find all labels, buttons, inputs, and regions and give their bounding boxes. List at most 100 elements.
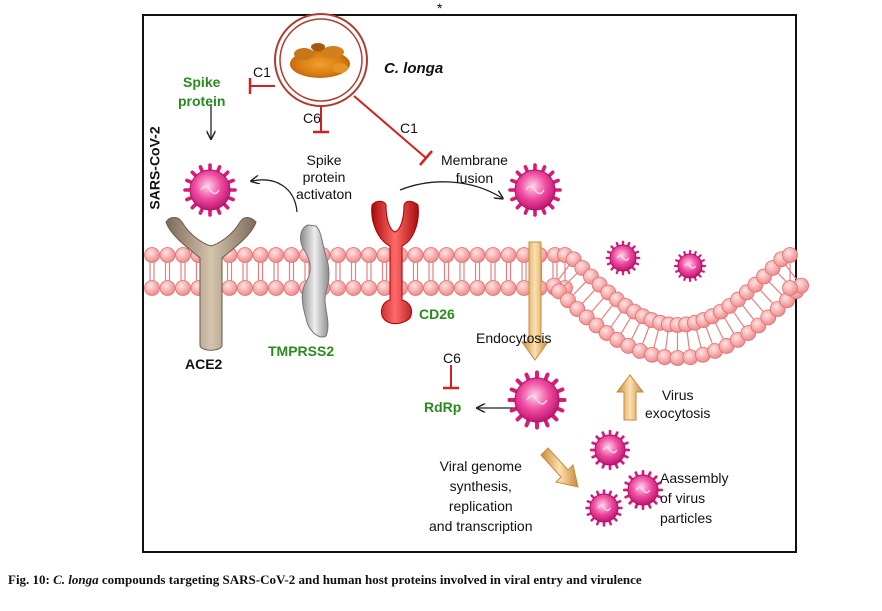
- tmprss2-protein: [300, 224, 330, 338]
- lipid-head: [221, 280, 238, 296]
- assembly-label: Aassembly of virus particles: [660, 470, 729, 526]
- lipid-tail: [600, 304, 614, 321]
- cd26-label: CD26: [419, 306, 455, 322]
- virus-icon: [507, 370, 567, 430]
- virus-exocytosis-label: Virus exocytosis: [645, 387, 711, 421]
- virus-particles: [183, 163, 707, 527]
- lipid-head: [454, 247, 470, 263]
- caption-species: C. longa: [53, 572, 99, 587]
- lipid-head: [159, 280, 176, 296]
- lipid-tail: [705, 326, 714, 345]
- lipid-tail: [641, 326, 650, 345]
- lipid-tail: [732, 311, 745, 328]
- spike-protein-label: Spike protein: [178, 74, 226, 109]
- lipid-tail: [759, 289, 774, 305]
- lipid-head: [407, 247, 424, 263]
- virus-icon: [585, 489, 623, 527]
- c-longa-image: [274, 13, 368, 107]
- fusion-arrow: [399, 181, 502, 198]
- lipid-head: [345, 247, 362, 263]
- tmprss2-label: TMPRSS2: [268, 343, 335, 359]
- lipid-head: [175, 247, 191, 263]
- lipid-tail: [741, 304, 755, 321]
- lipid-head: [268, 280, 284, 296]
- lipid-head: [144, 247, 160, 263]
- virus-icon: [508, 163, 562, 217]
- lipid-head: [407, 280, 424, 296]
- lipid-head: [423, 247, 439, 263]
- genome-synthesis-arrow: [540, 447, 579, 488]
- lipid-tail: [695, 329, 702, 349]
- lipid-head: [469, 280, 486, 296]
- ace2-receptor: [165, 217, 257, 351]
- lipid-head: [361, 247, 377, 263]
- membrane-fusion-label: Membrane fusion: [441, 152, 508, 186]
- lipid-tail: [686, 331, 691, 351]
- lipid-head: [345, 280, 362, 296]
- lipid-head: [330, 247, 346, 263]
- lipid-head: [423, 280, 439, 296]
- virus-icon: [605, 240, 641, 276]
- c6-activation-label: C6: [303, 110, 321, 126]
- lipid-head: [237, 280, 253, 296]
- lipid-tail: [714, 322, 725, 340]
- lipid-head: [159, 247, 176, 263]
- lipid-head: [144, 280, 160, 296]
- c1-spike-label: C1: [253, 64, 271, 80]
- lipid-head: [469, 247, 486, 263]
- virus-icon: [589, 429, 631, 471]
- rdrp-label: RdRp: [424, 399, 462, 415]
- lipid-tail: [610, 311, 623, 328]
- cd26-protein: [371, 200, 419, 325]
- top-mark: *: [437, 0, 443, 16]
- cell-membrane: [144, 247, 810, 366]
- inhibition-c1-fusion: [353, 95, 433, 166]
- lipid-tail: [723, 317, 735, 335]
- lipid-head: [500, 280, 517, 296]
- lipid-tail: [653, 329, 660, 349]
- lipid-head: [454, 280, 470, 296]
- lipid-tail: [620, 317, 632, 335]
- lipid-tail: [590, 297, 605, 313]
- lipid-tail: [563, 272, 578, 287]
- lipid-head: [438, 280, 455, 296]
- lipid-head: [283, 280, 300, 296]
- lipid-tail: [581, 289, 596, 305]
- lipid-head: [175, 280, 191, 296]
- lipid-head: [485, 280, 501, 296]
- virus-icon: [673, 249, 707, 283]
- caption-rest: compounds targeting SARS-CoV-2 and human…: [98, 572, 642, 587]
- activation-arrow: [252, 180, 298, 213]
- spike-activation-label: Spike protein activaton: [296, 152, 353, 202]
- lipid-head: [252, 280, 269, 296]
- lipid-head: [237, 247, 253, 263]
- lipid-tail: [785, 264, 798, 281]
- endocytosis-label: Endocytosis: [476, 330, 552, 346]
- inhibition-c1-spike: [248, 78, 275, 94]
- lipid-tail: [768, 281, 783, 296]
- c1-fusion-label: C1: [400, 120, 418, 136]
- endocytosis-arrow: [521, 241, 549, 361]
- lipid-head: [782, 280, 798, 296]
- figure-caption: Fig. 10: C. longa compounds targeting SA…: [8, 572, 642, 588]
- lipid-head: [500, 247, 517, 263]
- virus-icon: [622, 469, 664, 511]
- c-longa-label: C. longa: [384, 60, 444, 77]
- c6-rdrp-label: C6: [443, 350, 461, 366]
- lipid-head: [782, 247, 798, 263]
- lipid-head: [361, 280, 377, 296]
- inhibition-c6-activation: [313, 107, 329, 134]
- lipid-tail: [664, 331, 669, 351]
- lipid-tail: [630, 322, 641, 340]
- inhibition-c6-rdrp: [443, 365, 459, 390]
- sars-cov-2-label: SARS-CoV-2: [146, 126, 163, 210]
- lipid-head: [268, 247, 284, 263]
- ace2-label: ACE2: [185, 356, 223, 372]
- viral-genome-label: Viral genome synthesis, replication and …: [429, 458, 533, 534]
- lipid-head: [485, 247, 501, 263]
- exocytosis-arrow: [615, 374, 645, 421]
- lipid-head: [252, 247, 269, 263]
- virus-icon: [183, 163, 237, 217]
- lipid-head: [330, 280, 346, 296]
